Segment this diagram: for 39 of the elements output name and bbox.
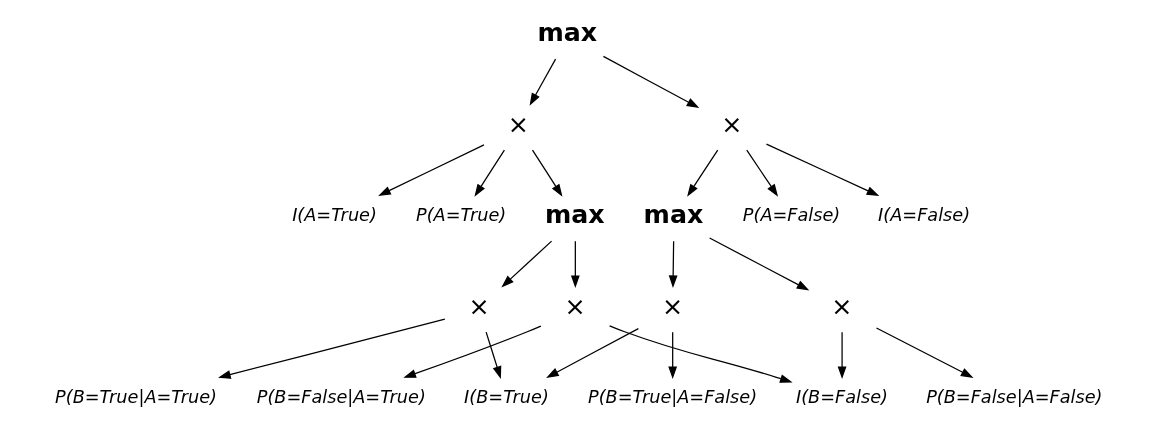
node-text: × [468,292,490,322]
arrow [745,149,778,197]
node-text: I(A=True) [291,205,377,226]
node-text: P(A=True) [415,205,506,226]
node-text: × [564,292,586,322]
arrow [473,149,505,197]
node-text: × [720,110,743,140]
node-text: P(B=False|A=True) [256,387,426,408]
arrow [531,149,562,197]
arrow [529,58,556,106]
arrow [875,327,973,378]
arrow [402,325,541,378]
arrow [837,331,846,380]
arrow [377,144,485,196]
arrow [667,331,677,380]
node-text: × [507,110,529,140]
node-text: × [661,292,683,322]
arrow [608,325,793,383]
node-text: max [544,200,605,230]
arrow [570,240,580,289]
node-text: P(B=True|A=False) [587,387,757,408]
node-text: I(B=True) [463,387,549,408]
node-text: P(B=False|A=False) [925,387,1103,408]
node-text: max [536,18,597,48]
node-text: I(B=False) [795,387,888,408]
node-text: P(B=True|A=True) [54,387,217,408]
arrow [765,143,879,197]
arrow [602,55,699,109]
arrow [485,331,501,379]
arrow [500,240,552,288]
arrow [668,240,678,289]
node-text: P(A=False) [742,205,840,226]
node-text: × [830,292,853,322]
arrow [217,318,445,379]
arrow [686,149,718,197]
node-text: I(A=False) [877,205,970,226]
arrow [708,237,809,291]
node-text: max [643,200,703,230]
arrow [545,328,639,378]
